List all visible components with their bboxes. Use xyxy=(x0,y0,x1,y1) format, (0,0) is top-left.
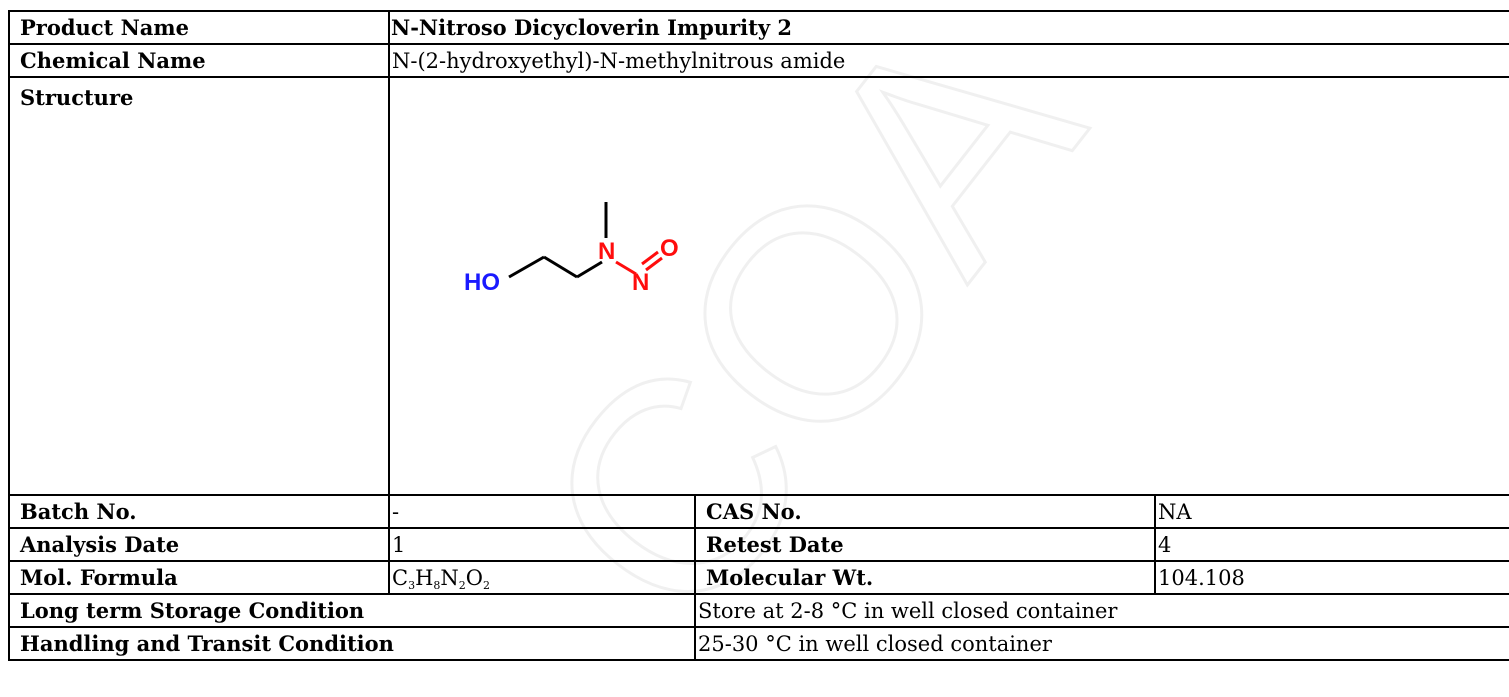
molecular-wt-label: Molecular Wt. xyxy=(694,560,1156,595)
formula-row: Mol. Formula C3H8N2O2 Molecular Wt. 104.… xyxy=(8,560,1509,595)
bond-c1-c2 xyxy=(543,255,578,279)
bond-c2-n1 xyxy=(576,260,603,279)
cas-no-value: NA xyxy=(1154,494,1509,529)
product-name-value: N-Nitroso Dicycloverin Impurity 2 xyxy=(388,10,1509,45)
coa-table: Product Name N-Nitroso Dicycloverin Impu… xyxy=(8,10,1509,661)
date-row: Analysis Date 1 Retest Date 4 xyxy=(8,527,1509,562)
product-name-label: Product Name xyxy=(8,10,390,45)
storage-condition-value: Store at 2-8 °C in well closed container xyxy=(694,593,1509,628)
atom-oxygen: O xyxy=(660,235,679,262)
structure-label: Structure xyxy=(8,76,390,496)
atom-nitrogen-1: N xyxy=(598,238,615,265)
formula-o-count: 2 xyxy=(483,578,490,592)
bond-n2-o-a xyxy=(645,256,663,272)
batch-no-value: - xyxy=(388,494,696,529)
handling-condition-label: Handling and Transit Condition xyxy=(8,626,696,661)
storage-row: Long term Storage Condition Store at 2-8… xyxy=(8,593,1509,628)
structure-image: HO N N O xyxy=(464,202,679,296)
batch-no-label: Batch No. xyxy=(8,494,390,529)
handling-condition-value: 25-30 °C in well closed container xyxy=(694,626,1509,661)
chemical-name-label: Chemical Name xyxy=(8,43,390,78)
chemical-row: Chemical Name N-(2-hydroxyethyl)-N-methy… xyxy=(8,43,1509,78)
formula-o: O xyxy=(465,565,483,590)
molecular-wt-value: 104.108 xyxy=(1154,560,1509,595)
formula-h: H xyxy=(415,565,434,590)
structure-row: Structure HO N N O xyxy=(8,76,1509,496)
formula-n-count: 2 xyxy=(458,578,466,592)
storage-condition-label: Long term Storage Condition xyxy=(8,593,696,628)
mol-formula-value: C3H8N2O2 xyxy=(388,560,696,595)
structure-cell: HO N N O xyxy=(388,76,1509,496)
formula-c-count: 3 xyxy=(408,578,416,592)
analysis-date-value: 1 xyxy=(388,527,696,562)
bond-ho-c1 xyxy=(508,255,545,279)
analysis-date-label: Analysis Date xyxy=(8,527,390,562)
mol-formula-label: Mol. Formula xyxy=(8,560,390,595)
handling-row: Handling and Transit Condition 25-30 °C … xyxy=(8,626,1509,661)
formula-c: C xyxy=(392,565,409,590)
product-row: Product Name N-Nitroso Dicycloverin Impu… xyxy=(8,10,1509,45)
retest-date-label: Retest Date xyxy=(694,527,1156,562)
formula-h-count: 8 xyxy=(433,578,441,592)
atom-nitrogen-2: N xyxy=(632,269,649,296)
bond-n2-o-b xyxy=(641,250,659,266)
atom-hydroxyl: HO xyxy=(464,269,500,296)
bond-n1-n2 xyxy=(615,260,637,276)
retest-date-value: 4 xyxy=(1154,527,1509,562)
formula-n: N xyxy=(440,565,459,590)
batch-row: Batch No. - CAS No. NA xyxy=(8,494,1509,529)
chemical-name-value: N-(2-hydroxyethyl)-N-methylnitrous amide xyxy=(388,43,1509,78)
cas-no-label: CAS No. xyxy=(694,494,1156,529)
